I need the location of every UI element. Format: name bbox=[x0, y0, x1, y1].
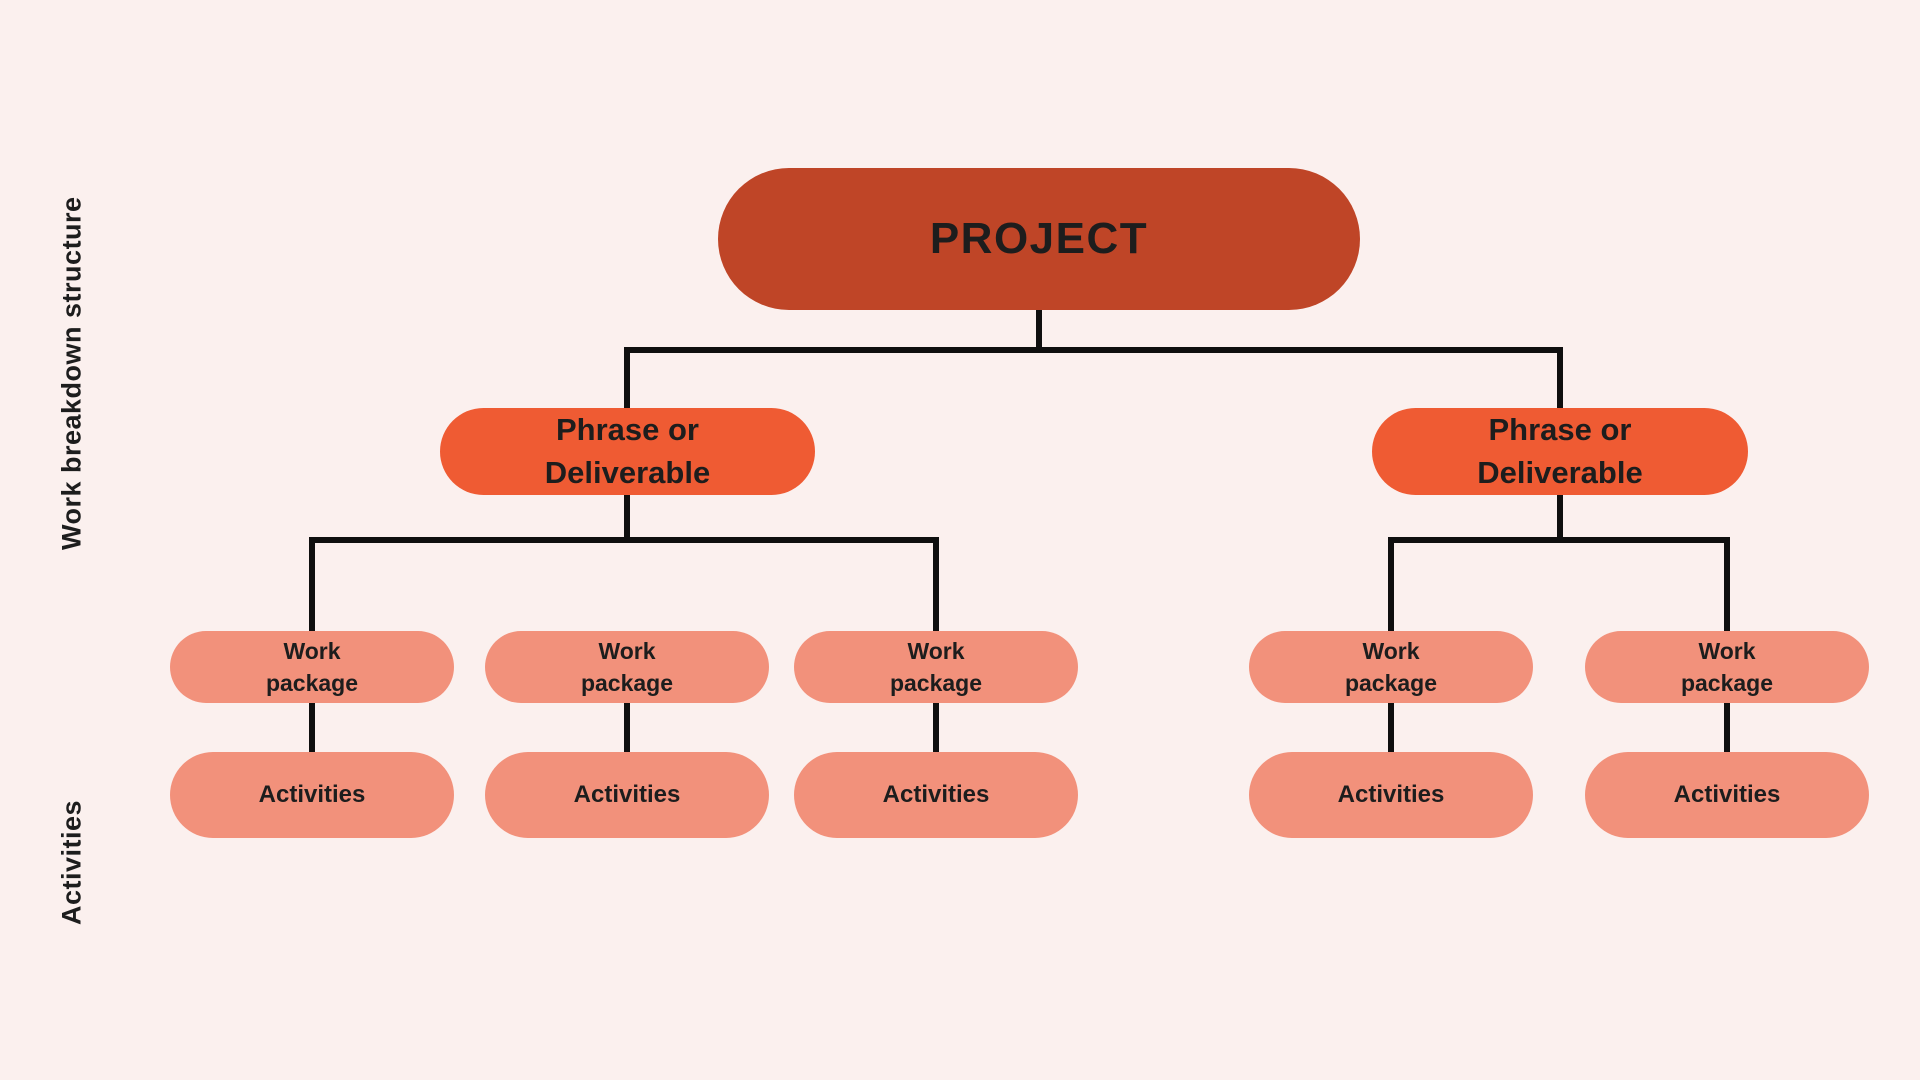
connector-deliverable-left-top bbox=[624, 347, 630, 411]
connector-deliverable-left-down bbox=[624, 493, 630, 543]
node-work-package-3-line1: Work bbox=[907, 637, 965, 664]
node-work-package-2-line1: Work bbox=[598, 637, 656, 664]
node-work-package-4-line2: package bbox=[1344, 670, 1438, 696]
node-work-package-5-line1: Work bbox=[1698, 637, 1756, 664]
connector-activity5-top bbox=[1724, 700, 1730, 754]
connector-branch-right-horizontal bbox=[1388, 537, 1730, 543]
side-label-activities: Activities bbox=[56, 799, 87, 925]
node-work-package-5-line2: package bbox=[1680, 670, 1774, 696]
node-work-package-4-line1: Work bbox=[1362, 637, 1420, 664]
connector-project-down bbox=[1036, 308, 1042, 353]
node-work-package-4: Work package bbox=[1249, 631, 1533, 703]
connector-branch-left-horizontal bbox=[309, 537, 939, 543]
node-activities-1: Activities bbox=[170, 752, 454, 838]
node-project-label: PROJECT bbox=[929, 214, 1149, 263]
node-work-package-3-line2: package bbox=[889, 670, 983, 696]
node-work-package-3: Work package bbox=[794, 631, 1078, 703]
node-deliverable-right-line1: Phrase or bbox=[1488, 411, 1632, 447]
node-work-package-1-line2: package bbox=[265, 670, 359, 696]
node-deliverable-left: Phrase or Deliverable bbox=[440, 408, 815, 495]
node-activities-4-label: Activities bbox=[1337, 781, 1445, 808]
node-deliverable-right-line2: Deliverable bbox=[1477, 454, 1643, 490]
node-activities-2: Activities bbox=[485, 752, 769, 838]
connector-wp1-top bbox=[309, 537, 315, 633]
node-project: PROJECT bbox=[718, 168, 1360, 310]
node-work-package-5: Work package bbox=[1585, 631, 1869, 703]
connector-wp4-top bbox=[1388, 537, 1394, 633]
node-activities-3-label: Activities bbox=[882, 781, 990, 808]
connector-wp5-top bbox=[1724, 537, 1730, 633]
node-work-package-2: Work package bbox=[485, 631, 769, 703]
node-deliverable-left-line2: Deliverable bbox=[544, 454, 711, 490]
connector-activity4-top bbox=[1388, 700, 1394, 754]
node-activities-4: Activities bbox=[1249, 752, 1533, 838]
connector-activity3-top bbox=[933, 700, 939, 754]
node-work-package-1: Work package bbox=[170, 631, 454, 703]
connector-deliverable-right-down bbox=[1557, 493, 1563, 543]
connector-activity1-top bbox=[309, 700, 315, 754]
node-work-package-1-line1: Work bbox=[283, 637, 341, 664]
node-work-package-2-line2: package bbox=[580, 670, 674, 696]
node-activities-1-label: Activities bbox=[258, 781, 366, 808]
connector-activity2-top bbox=[624, 700, 630, 754]
connector-deliverable-right-top bbox=[1557, 347, 1563, 411]
node-activities-3: Activities bbox=[794, 752, 1078, 838]
side-label-work-breakdown-structure: Work breakdown structure bbox=[56, 196, 87, 550]
connector-level1-horizontal bbox=[624, 347, 1563, 353]
node-activities-5-label: Activities bbox=[1673, 781, 1781, 808]
node-activities-5: Activities bbox=[1585, 752, 1869, 838]
node-activities-2-label: Activities bbox=[573, 781, 681, 808]
connector-wp3-top bbox=[933, 537, 939, 633]
node-deliverable-left-line1: Phrase or bbox=[555, 411, 699, 447]
node-deliverable-right: Phrase or Deliverable bbox=[1372, 408, 1748, 495]
